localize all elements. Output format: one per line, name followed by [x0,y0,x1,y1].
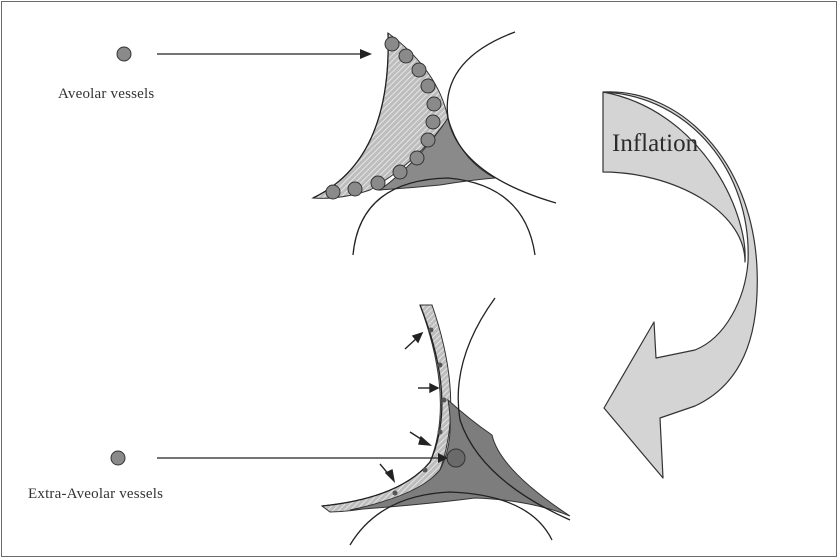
extra-alveolar-vessels-label: Extra-Aveolar vessels [28,486,163,503]
alveolar-vessel [423,468,428,473]
alveolar-vessel [442,398,447,403]
inflated-alveoli [322,298,570,545]
alveolar-vessel [393,491,398,496]
alveolar-vessel [348,182,362,196]
alveolar-vessel [393,165,407,179]
alveolar-vessel [421,79,435,93]
alveolar-vessels-label: Aveolar vessels [58,86,154,103]
extra-alveolar-vessel-in-septum [447,449,465,467]
alveolar-vessel [399,49,413,63]
uninflated-alveoli [313,32,556,255]
pointer-arrowhead-icon [360,49,372,59]
traction-arrows [380,333,438,481]
traction-arrow [405,333,422,349]
legend-alveolar [117,47,372,61]
alveolar-vessel [427,97,441,111]
traction-arrow [418,384,438,392]
alveolar-vessel [412,63,426,77]
alveolar-vessel [410,151,424,165]
alveolar-vessel [438,430,443,435]
alveolar-vessel [371,176,385,190]
alveolar-vessel-marker-icon [117,47,131,61]
traction-arrow [380,464,394,481]
alveolar-vessel [385,37,399,51]
inflation-label: Inflation [612,130,698,158]
alveolar-vessel [438,363,443,368]
legend-extra-alveolar [111,451,448,465]
alveolar-vessel [421,133,435,147]
alveolar-vessel [426,115,440,129]
extra-alveolar-vessel-marker-icon [111,451,125,465]
alveolar-vessel [429,328,434,333]
traction-arrow [410,432,430,445]
alveolar-vessel [326,185,340,199]
